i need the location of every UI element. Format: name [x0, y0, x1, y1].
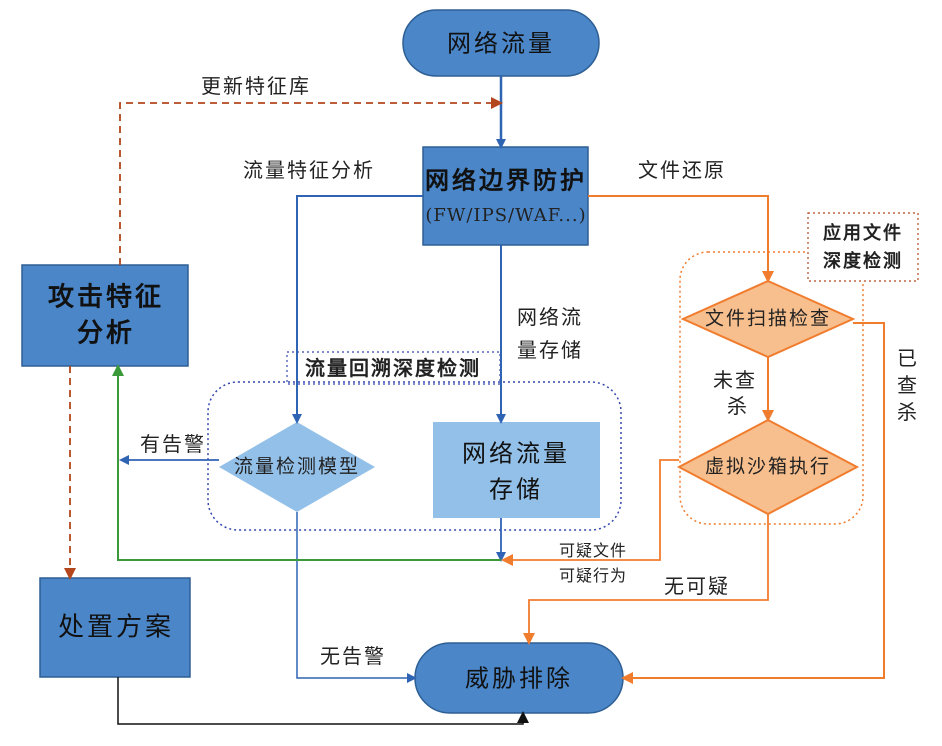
edge-file-restore — [588, 195, 774, 283]
edge-label-file-restore: 文件还原 — [638, 158, 726, 182]
edge-label-storage-2: 量存储 — [517, 338, 583, 362]
backtrack-group-title-frame — [286, 351, 501, 385]
app-file-group-title-1: 应用文件 — [823, 223, 903, 245]
traffic-detection-model-label: 流量检测模型 — [233, 455, 361, 478]
disposal-label: 处置方案 — [57, 612, 175, 643]
app-file-group-title-2: 深度检测 — [823, 251, 903, 273]
edge-label-not-suspicious: 无可疑 — [664, 574, 730, 598]
edge-label-no-alarm: 无告警 — [320, 644, 386, 668]
traffic-storage-label-1: 网络流量 — [462, 439, 570, 468]
disposal-node — [39, 577, 191, 678]
boundary-protection-label: 网络边界防护 — [425, 166, 587, 195]
threat-removal-label: 威胁排除 — [465, 664, 573, 693]
edge-scan-scanned — [621, 322, 885, 684]
boundary-protection-sub-label: (FW/IPS/WAF...) — [425, 205, 587, 227]
edge-sandbox-suspicious — [501, 459, 679, 566]
app-file-group-title-frame — [807, 212, 919, 282]
edge-disposal-to-removal — [117, 677, 529, 725]
edge-feedback-green — [112, 364, 501, 561]
edge-update-signature — [119, 97, 503, 265]
edge-label-suspicious-behavior: 可疑行为 — [559, 566, 628, 585]
traffic-detection-model-node — [219, 422, 375, 512]
edge-label-not-scanned-2: 杀 — [727, 394, 749, 418]
attack-analysis-label-1: 攻击特征 — [47, 282, 165, 313]
traffic-storage-node — [433, 422, 600, 518]
boundary-protection-node — [422, 146, 589, 246]
edge-label-update-signature: 更新特征库 — [201, 74, 311, 98]
edge-label-suspicious-file: 可疑文件 — [559, 541, 628, 560]
attack-analysis-node — [21, 264, 189, 367]
backtrack-group-frame — [207, 381, 622, 531]
edge-label-storage-1: 网络流 — [517, 305, 583, 329]
file-scan-label: 文件扫描检查 — [704, 307, 832, 330]
edge-boundary-to-model — [292, 195, 423, 424]
traffic-storage-label-2: 存储 — [489, 475, 543, 504]
sandbox-label: 虚拟沙箱执行 — [704, 455, 832, 478]
backtrack-group-title: 流量回溯深度检测 — [305, 356, 481, 380]
attack-analysis-label-2: 分析 — [76, 318, 136, 349]
edge-label-scanned: 已查杀 — [897, 346, 919, 424]
edge-sandbox-not-suspicious — [523, 514, 769, 645]
edge-label-has-alarm: 有告警 — [140, 432, 206, 456]
edge-label-not-scanned-1: 未查 — [713, 368, 757, 392]
network-traffic-label: 网络流量 — [447, 29, 555, 58]
edge-label-traffic-feature: 流量特征分析 — [243, 158, 375, 182]
edge-model-no-alarm — [296, 512, 417, 683]
